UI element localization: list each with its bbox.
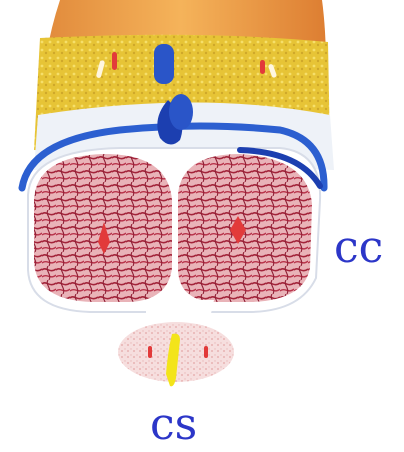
label-corpus-cavernosum: cc <box>334 226 383 270</box>
corpus-cavernosum-right <box>178 154 312 302</box>
spongiosum-artery-left <box>148 346 152 358</box>
artery-right <box>260 60 265 74</box>
artery-left <box>112 52 117 70</box>
label-corpus-spongiosum: cs <box>150 403 197 447</box>
spongiosum-artery-right <box>204 346 208 358</box>
